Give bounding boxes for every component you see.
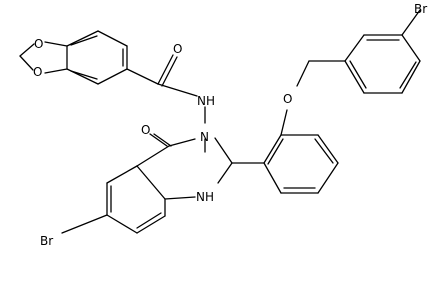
- quinazolinone-bonds: [61, 133, 233, 234]
- phenyl-bonds: [231, 60, 346, 194]
- benzodioxole-bonds: [19, 30, 128, 85]
- atom-label-o-dioxole-bottom: O: [33, 65, 42, 79]
- amide-bonds: [126, 54, 206, 153]
- atom-label-n-ring: N: [200, 130, 209, 144]
- atom-label-o-dioxole-top: O: [34, 37, 43, 51]
- atom-label-o-ether: O: [283, 92, 292, 106]
- atom-label-br-left: Br: [40, 234, 53, 248]
- bromobenzyl-bonds: [344, 9, 421, 94]
- atom-label-nh-ring: NH: [196, 190, 214, 204]
- atom-label-br-right: Br: [414, 2, 427, 16]
- atom-label-nh-amide: NH: [197, 94, 215, 108]
- atom-label-o-amide: O: [173, 42, 182, 56]
- atom-label-o-ketone: O: [141, 123, 150, 137]
